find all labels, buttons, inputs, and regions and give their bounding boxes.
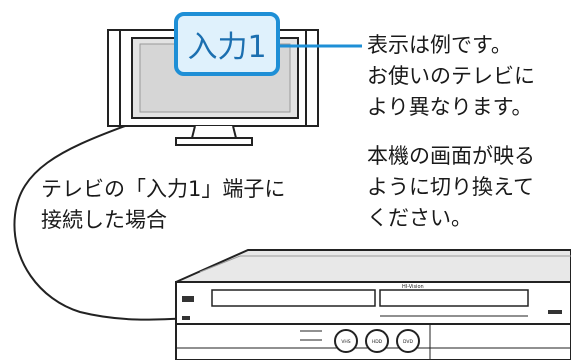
- hdd-button-icon: [365, 329, 389, 353]
- vhs-button-icon: [334, 329, 358, 353]
- display-note-line-1: 表示は例です。: [367, 33, 512, 57]
- input-callout-label: 入力1: [187, 30, 267, 65]
- switch-note-line-1: 本機の画面が映る: [367, 144, 535, 168]
- switch-note-line-2: ように切り換えて: [367, 175, 534, 199]
- switch-note-line-3: ください。: [367, 206, 472, 230]
- display-note-line-3: より異なります。: [367, 95, 533, 119]
- recorder-icon: HI-Vision VHS HDD DVD: [175, 249, 571, 360]
- connection-caption-line-1: テレビの「入力1」端子に: [41, 177, 286, 201]
- input-callout: 入力1: [174, 12, 280, 76]
- vhs-button-label: VHS: [341, 339, 350, 345]
- dvd-button-icon: [396, 329, 420, 353]
- display-note-line-2: お使いのテレビに: [367, 64, 535, 88]
- av-cable: [13, 125, 191, 321]
- hdd-button-label: HDD: [372, 339, 383, 345]
- connection-caption-line-2: 接続した場合: [41, 208, 167, 232]
- dvd-button-label: DVD: [403, 339, 413, 345]
- brand-label: HI-Vision: [402, 284, 424, 290]
